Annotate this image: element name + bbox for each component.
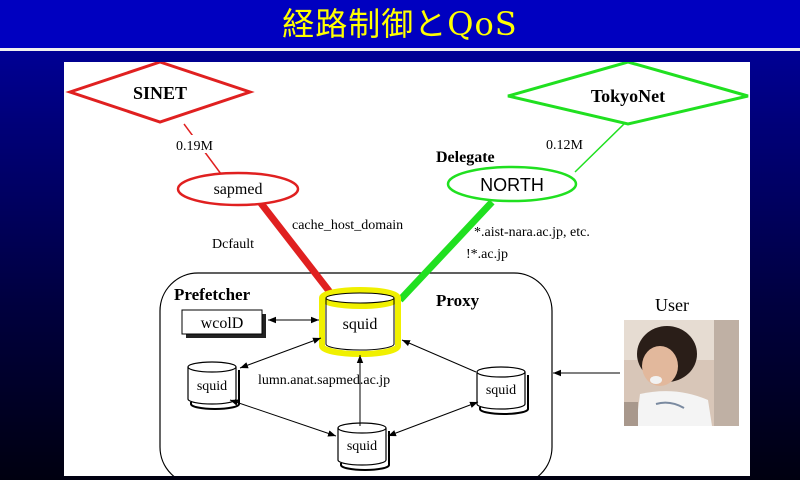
default-label: Dcfault (212, 237, 254, 252)
sinet-label: SINET (133, 83, 187, 103)
squid-main-node (319, 287, 401, 357)
title-divider (0, 48, 800, 51)
wcold-node (181, 309, 263, 335)
bw-tokyonet-label: 0.12M (546, 138, 584, 153)
delegate-label: Delegate (436, 149, 495, 166)
host-label: lumn.anat.sapmed.ac.jp (258, 373, 390, 388)
network-diagram: SINET TokyoNet 0.19M 0.12M Delegate sapm… (65, 62, 749, 476)
north-label: NORTH (480, 175, 544, 195)
squid-right-node (476, 366, 529, 415)
right-squid-arrow (401, 339, 477, 373)
squid-right-label: squid (486, 383, 516, 398)
sinet-node (65, 62, 255, 124)
squid-bottom-label: squid (347, 439, 377, 454)
tokyonet-label: TokyoNet (591, 86, 665, 106)
squid-bottom-node (337, 422, 390, 471)
diagram-panel: SINET TokyoNet 0.19M 0.12M Delegate sapm… (64, 62, 750, 476)
squid-left-label: squid (197, 379, 227, 394)
bw-sinet-bg (172, 135, 216, 153)
squid-main-label: squid (343, 316, 378, 333)
proxy-label: Proxy (436, 291, 480, 310)
sapmed-label: sapmed (214, 181, 263, 198)
slide-title: 経路制御とQoS (282, 5, 518, 43)
user-photo (624, 320, 739, 426)
bw-tokyonet-bg (543, 134, 593, 152)
prefetcher-label: Prefetcher (174, 285, 251, 304)
sapmed-squid-link (257, 199, 339, 303)
left-squid-arrow (239, 337, 322, 369)
north-squid-link (397, 199, 495, 303)
cache-host-domain-label: cache_host_domain (292, 218, 403, 233)
bw-sinet-label: 0.19M (176, 139, 214, 154)
tokyonet-node (507, 62, 749, 126)
wcold-label: wcolD (201, 315, 244, 332)
user-label: User (655, 295, 689, 315)
left-bottom-arrow (229, 399, 337, 437)
north-domains-label-2: !*.ac.jp (466, 247, 508, 262)
north-domains-label-1: *.aist-nara.ac.jp, etc. (474, 225, 590, 240)
title-bar (0, 0, 800, 48)
bottom-right-arrow (387, 401, 479, 437)
north-node (446, 165, 578, 203)
tokyonet-north-link (574, 123, 625, 173)
sapmed-node (176, 171, 300, 207)
proxy-cluster-boundary (159, 272, 553, 476)
